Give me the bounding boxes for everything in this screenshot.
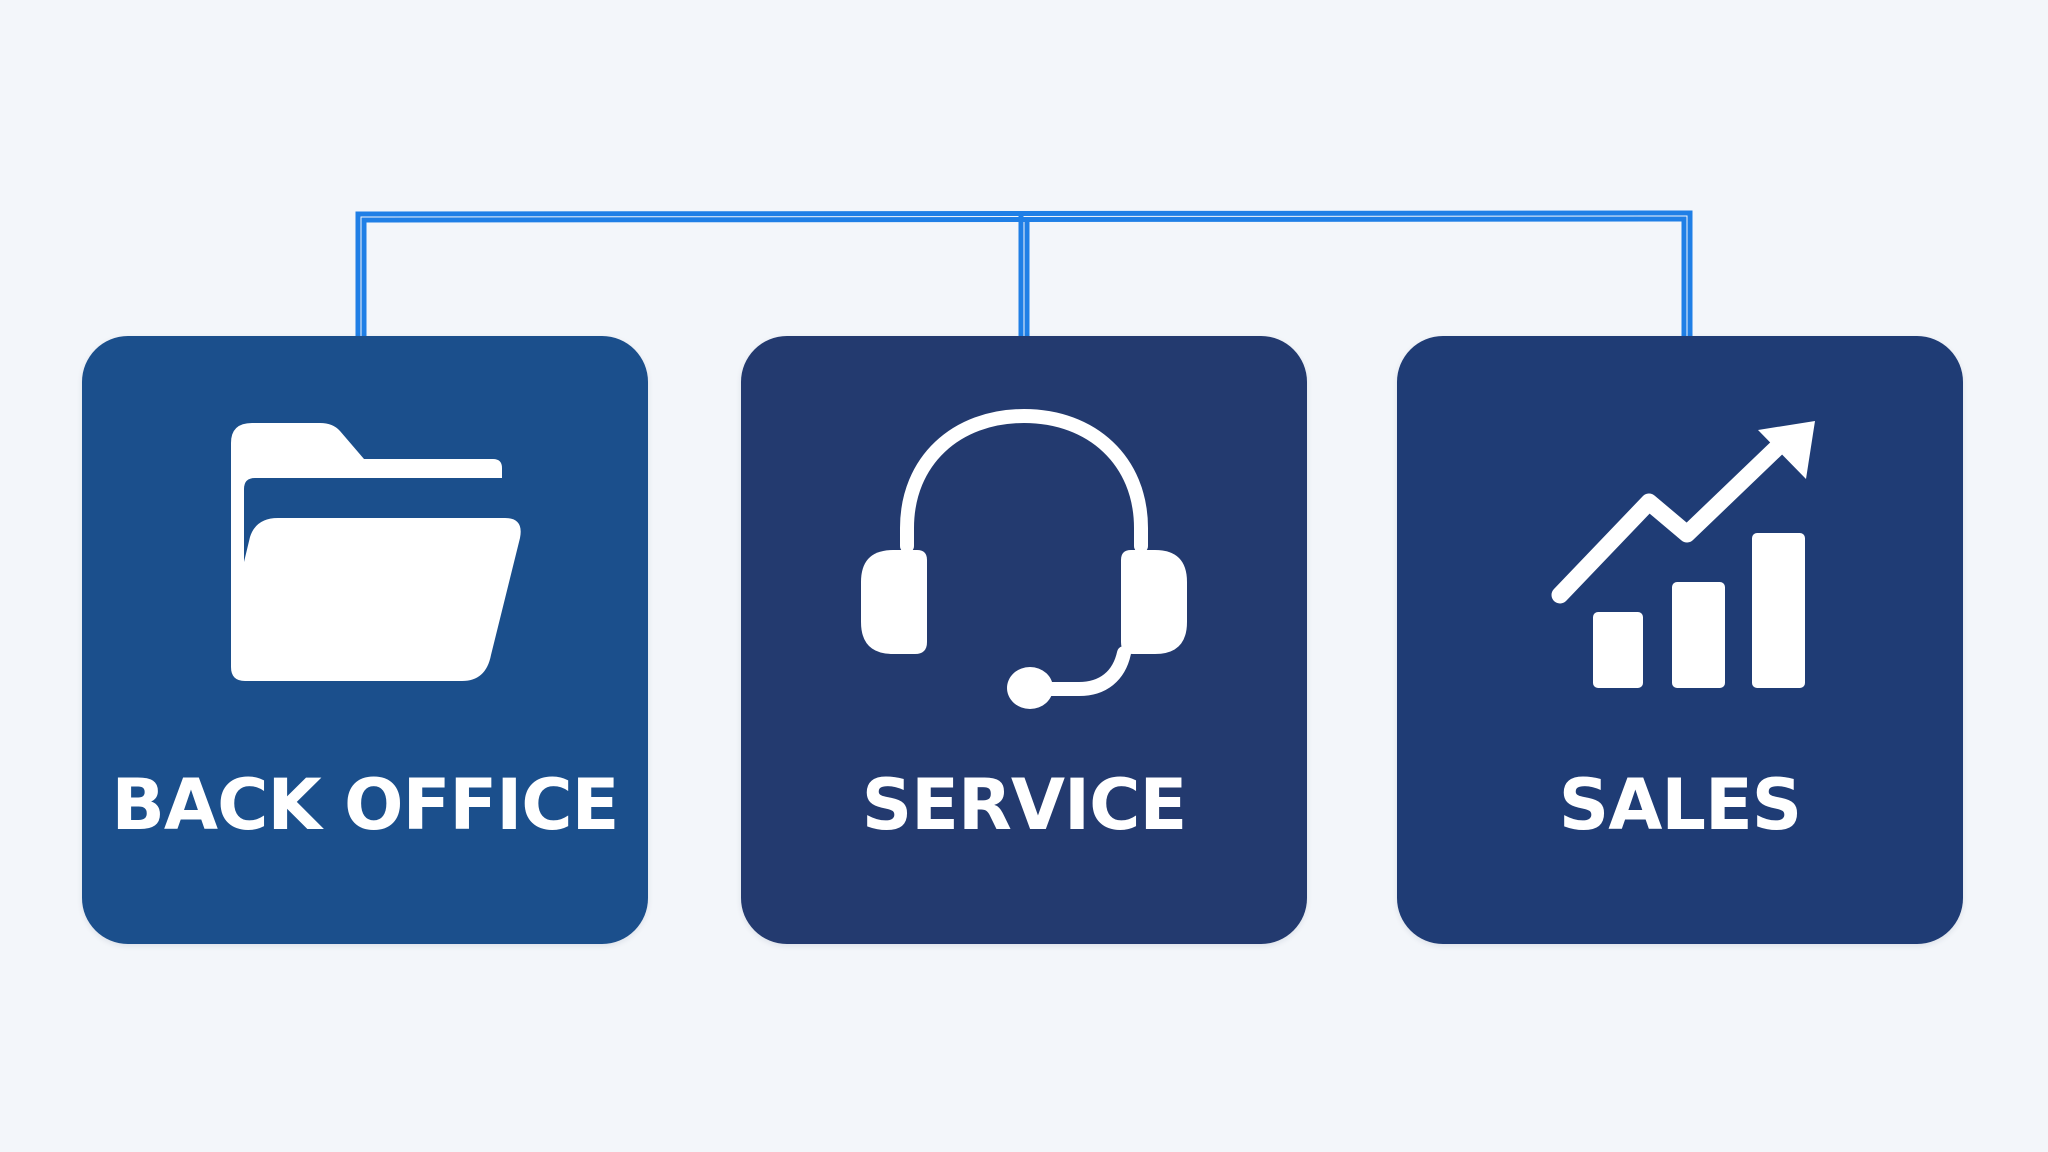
chart-bar-1 [1593,612,1643,688]
connector-bracket [355,210,1693,338]
arrow-head [1758,421,1815,479]
chart-arrow [1551,431,1794,604]
card-label-service: SERVICE [861,764,1188,846]
chart-bar-2 [1672,582,1725,688]
card-label-sales: SALES [1558,764,1802,846]
card-service: SERVICE [741,336,1307,944]
growth-chart-icon [1551,421,1815,688]
card-label-back-office: BACK OFFICE [111,764,620,846]
headset-icon [861,408,1187,709]
connector-bracket-outer [355,210,1693,338]
card-back-office: BACK OFFICE [82,336,648,944]
connector-bracket-inner [361,216,1687,338]
card-sales: SALES [1397,336,1963,944]
folder-icon [231,423,521,681]
chart-bar-3 [1752,533,1805,688]
